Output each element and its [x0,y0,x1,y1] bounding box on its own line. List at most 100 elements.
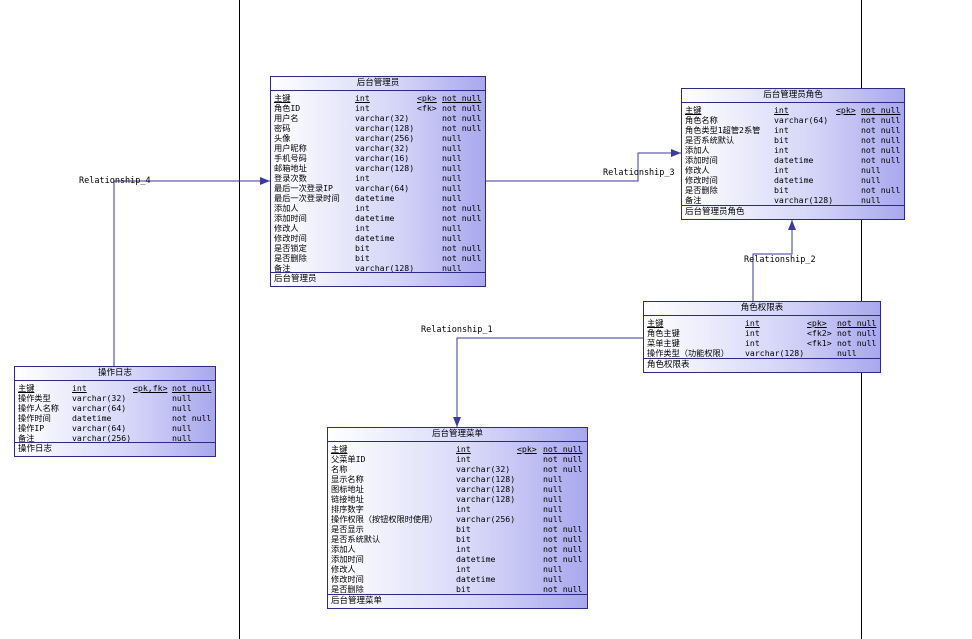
relationship-4-arrowhead [260,177,270,185]
relationship-1-line [456,337,643,427]
column-type: int [456,504,471,514]
column-name: 操作时间 [18,413,51,423]
column-type: varchar(64) [72,403,127,413]
column-nullability: not null [861,155,901,165]
column-row[interactable]: 操作权限（按钮权限时使用）varchar(256)null [328,514,587,524]
column-name: 添加人 [274,203,299,213]
column-type: varchar(32) [355,113,410,123]
column-nullability: not null [861,115,901,125]
column-name: 操作人名称 [18,403,59,413]
column-name: 密码 [274,123,291,133]
column-nullability: null [442,153,462,163]
entity-title: 后台管理员 [271,77,485,91]
column-type: bit [456,534,471,544]
column-nullability: null [837,348,857,358]
column-nullability: not null [442,93,482,103]
column-name: 修改时间 [331,574,364,584]
column-type: int [456,544,471,554]
column-type: int [355,103,370,113]
column-type: datetime [355,213,395,223]
column-type: varchar(128) [745,348,805,358]
column-nullability: not null [543,524,583,534]
column-type: int [774,125,789,135]
column-name: 修改人 [331,564,356,574]
column-row[interactable]: 密码 varchar(128) not null [271,123,485,133]
column-type: int [355,173,370,183]
column-type: bit [355,243,370,253]
column-type: int [774,145,789,155]
column-type: varchar(128) [355,123,415,133]
entity-footer: 角色权限表 [644,358,880,372]
column-nullability: null [543,484,563,494]
column-nullability: not null [543,464,583,474]
column-name: 最后一次登录IP [274,183,333,193]
column-name: 操作权限（按钮权限时使用） [331,514,438,524]
column-type: bit [456,524,471,534]
column-nullability: null [442,233,462,243]
column-type: int [745,338,760,348]
column-row[interactable]: 操作类型（功能权限）varchar(128)null [644,348,880,358]
column-nullability: not null [442,213,482,223]
column-name: 备注 [274,263,291,273]
column-type: varchar(256) [72,433,132,443]
column-nullability: not null [861,125,901,135]
column-nullability: not null [442,123,482,133]
column-type: varchar(128) [355,163,415,173]
